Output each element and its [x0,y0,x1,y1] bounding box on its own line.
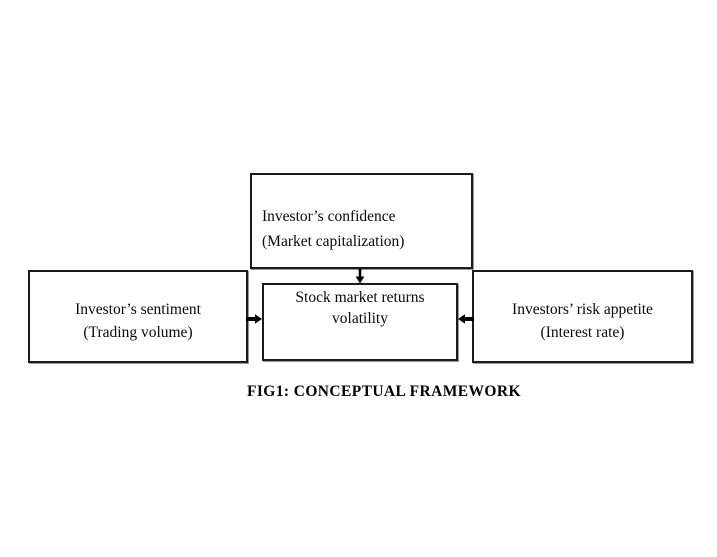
down-arrow-icon [355,269,365,284]
box-stock-market-returns-volatility: Stock market returns volatility [262,283,458,361]
box-investor-sentiment: Investor’s sentiment (Trading volume) [28,270,248,363]
figure-caption: FIG1: CONCEPTUAL FRAMEWORK [247,383,521,400]
left-arrow-icon [458,314,474,324]
confidence-label-line2: (Market capitalization) [262,233,405,250]
right-arrow-icon [246,314,262,324]
sentiment-label-line1: Investor’s sentiment [75,301,201,318]
risk-appetite-label-line1: Investors’ risk appetite [512,301,653,318]
sentiment-label-line2: (Trading volume) [83,324,193,341]
risk-appetite-label-line2: (Interest rate) [540,324,625,341]
outcome-label-line1: Stock market returns [295,289,425,306]
box-investor-confidence: Investor’s confidence (Market capitaliza… [250,173,473,269]
box-investors-risk-appetite: Investors’ risk appetite (Interest rate) [472,270,693,363]
confidence-label-line1: Investor’s confidence [262,208,396,225]
outcome-label-line2: volatility [332,310,388,327]
